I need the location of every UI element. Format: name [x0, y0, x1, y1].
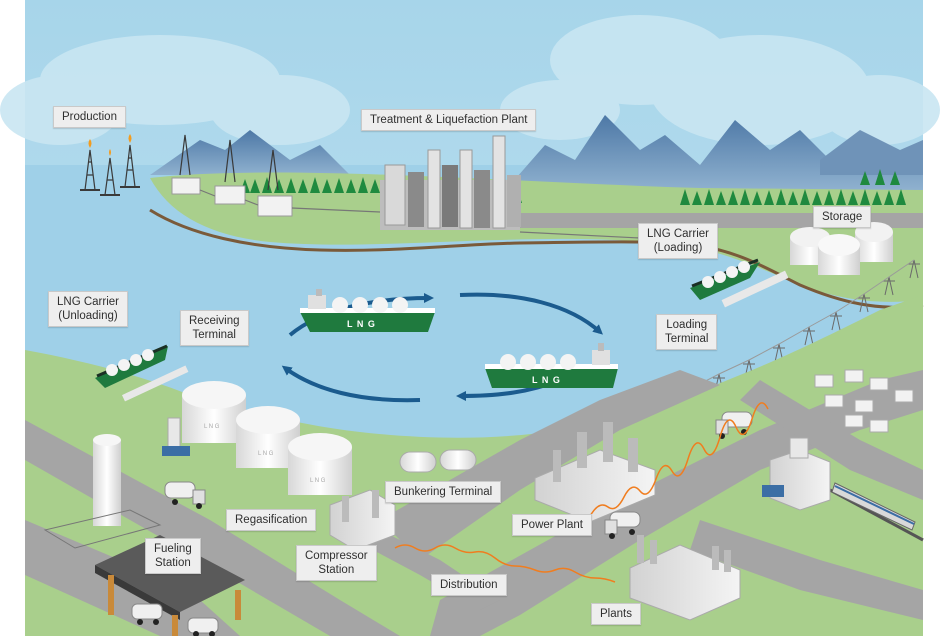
ship-bottom-lng-text: L N G: [532, 375, 561, 385]
tank-3-lng-text: L N G: [310, 478, 326, 484]
label-loading-line1: Loading: [666, 319, 708, 331]
silo: [43, 434, 162, 549]
compressor-building: [329, 489, 396, 551]
label-carrier-unloading-line2: (Unloading): [58, 310, 118, 322]
label-receiving-line1: Receiving: [189, 315, 240, 327]
loading-carrier-ship: [690, 258, 789, 308]
label-distribution-text: Distribution: [440, 579, 498, 591]
label-loading-terminal: Loading Terminal: [656, 314, 718, 350]
label-production-text: Production: [62, 111, 117, 123]
mountains: [150, 115, 923, 190]
label-carrier-loading-line1: LNG Carrier: [647, 228, 709, 240]
label-power-plant-text: Power Plant: [521, 519, 584, 531]
label-compressor-line1: Compressor: [305, 550, 368, 562]
label-loading-line2: Terminal: [665, 333, 709, 345]
arrow-bottom-left: [281, 365, 421, 403]
label-lng-carrier-unloading: LNG Carrier (Unloading): [48, 291, 128, 327]
label-plants-text: Plants: [600, 608, 632, 620]
label-carrier-unloading-line1: LNG Carrier: [57, 296, 119, 308]
roads: [25, 370, 923, 636]
label-bunkering-terminal: Bunkering Terminal: [385, 481, 502, 503]
lng-ship-bottom: L N G: [485, 343, 618, 388]
flames: [88, 134, 132, 156]
truck-1: [164, 481, 206, 509]
production-rigs: [80, 144, 140, 196]
label-regasification-text: Regasification: [235, 514, 308, 526]
tank-1-lng-text: L N G: [204, 424, 220, 430]
truck-4: [131, 603, 163, 625]
label-receiving-line2: Terminal: [192, 329, 236, 341]
label-bunkering-text: Bunkering Terminal: [394, 486, 493, 498]
label-compressor-station: Compressor Station: [296, 545, 377, 581]
wellheads: [171, 134, 381, 217]
arrow-right: [459, 292, 603, 335]
label-distribution: Distribution: [431, 574, 507, 596]
label-regasification: Regasification: [226, 509, 317, 531]
label-power-plant: Power Plant: [512, 514, 593, 536]
houses: [814, 369, 914, 433]
truck-5: [187, 617, 219, 636]
ship-top-lng-text: L N G: [347, 319, 376, 329]
label-production: Production: [53, 106, 126, 128]
train: [831, 482, 916, 531]
label-fueling-station: Fueling Station: [145, 538, 201, 574]
unloading-carrier-ship: [95, 344, 189, 402]
label-lng-carrier-loading: LNG Carrier (Loading): [638, 223, 718, 259]
bunkering-tanks: [399, 449, 477, 473]
tank-2-lng-text: L N G: [258, 451, 274, 457]
label-fueling-line1: Fueling: [154, 543, 192, 555]
label-receiving-terminal: Receiving Terminal: [180, 310, 249, 346]
label-treatment-text: Treatment & Liquefaction Plant: [370, 114, 528, 126]
label-storage-text: Storage: [822, 211, 863, 223]
label-storage: Storage: [813, 206, 872, 228]
distribution-pipelines: [394, 402, 769, 583]
power-plant-building: [534, 422, 656, 523]
plants-building: [629, 535, 741, 621]
receiving-tanks: L N G L N G L N G: [162, 381, 352, 495]
label-plants: Plants: [591, 603, 641, 625]
label-fueling-line2: Station: [154, 557, 191, 569]
lng-ship-top: L N G: [300, 289, 435, 332]
liquefaction-plant: [380, 135, 701, 243]
label-carrier-loading-line2: (Loading): [653, 242, 703, 254]
label-compressor-line2: Station: [318, 564, 355, 576]
far-shore-edge: [149, 208, 924, 309]
truck-2: [604, 511, 641, 539]
arrow-top: [288, 293, 434, 337]
left-land: [25, 360, 60, 400]
city-buildings: [762, 437, 831, 511]
truck-3: [715, 411, 753, 439]
trucks: [131, 411, 753, 636]
label-treatment-plant: Treatment & Liquefaction Plant: [361, 109, 537, 131]
